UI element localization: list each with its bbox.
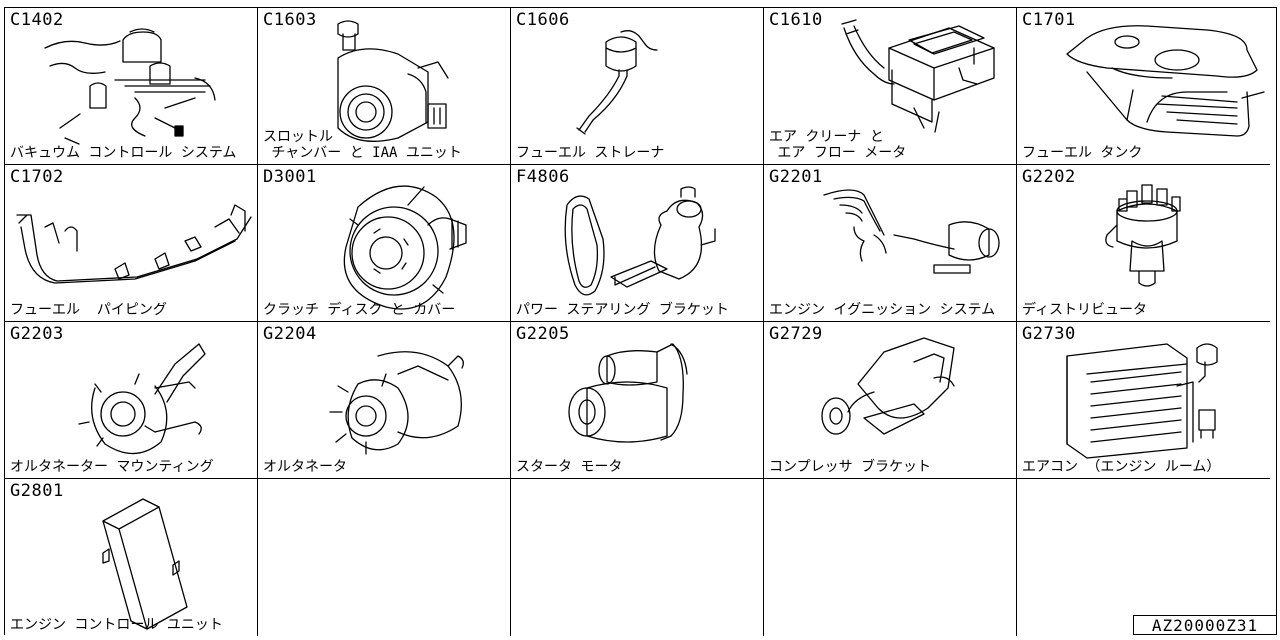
alternator-diagram: [329, 351, 464, 455]
catalog-cell-c1702[interactable]: C1702 フューエル パイピング: [5, 165, 258, 322]
part-name: ディストリビュータ: [1022, 302, 1148, 318]
catalog-cell-c1603[interactable]: C1603 スロットル チャンバー と IAA ユニット: [258, 8, 511, 165]
part-name: フューエル タンク: [1022, 145, 1143, 161]
catalog-cell-g2204[interactable]: G2204 オルタネータ: [258, 322, 511, 479]
part-code: G2729: [769, 324, 823, 344]
catalog-cell-empty: [764, 479, 1017, 636]
part-name: エアコン （エンジン ルーム）: [1022, 459, 1221, 475]
catalog-cell-g2203[interactable]: G2203 オルタネーター マウンティング: [5, 322, 258, 479]
starter-motor-diagram: [568, 343, 688, 443]
fuel-strainer-diagram: [576, 30, 658, 135]
part-name: パワー ステアリング ブラケット: [516, 302, 729, 318]
part-name: クラッチ ディスク と カバー: [263, 302, 456, 318]
part-code: C1606: [516, 10, 570, 30]
part-name: オルタネータ: [263, 459, 347, 475]
part-code: D3001: [263, 167, 317, 187]
catalog-cell-c1402[interactable]: C1402 バキュウム コントロール システム: [5, 8, 258, 165]
part-name: スロットル チャンバー と IAA ユニット: [263, 129, 462, 161]
part-code: G2201: [769, 167, 823, 187]
part-name: エンジン イグニッション システム: [769, 302, 996, 318]
catalog-cell-empty: [258, 479, 511, 636]
part-code: G2203: [10, 324, 64, 344]
part-name: エンジン コントロール ユニット: [10, 617, 223, 633]
part-code: C1402: [10, 10, 64, 30]
reference-code: AZ20000Z31: [1133, 615, 1277, 635]
part-name: フューエル パイピング: [10, 302, 167, 318]
catalog-cell-g2801[interactable]: G2801 エンジン コントロール ユニット: [5, 479, 258, 636]
part-code: G2202: [1022, 167, 1076, 187]
clutch-disc-diagram: [343, 185, 467, 310]
vacuum-control-diagram: [44, 28, 216, 145]
catalog-cell-f4806[interactable]: F4806 パワー ステアリング ブラケット: [511, 165, 764, 322]
part-name: フューエル ストレーナ: [516, 145, 665, 161]
fuel-tank-diagram: [1066, 25, 1265, 137]
catalog-cell-empty: [511, 479, 764, 636]
part-name: エア クリーナ と エア フロー メータ: [769, 129, 907, 161]
catalog-cell-d3001[interactable]: D3001 クラッチ ディスク と カバー: [258, 165, 511, 322]
part-code: G2730: [1022, 324, 1076, 344]
distributor-diagram: [1105, 184, 1181, 287]
compressor-bracket-diagram: [821, 337, 955, 435]
part-code: G2204: [263, 324, 317, 344]
catalog-cell-c1606[interactable]: C1606 フューエル ストレーナ: [511, 8, 764, 165]
throttle-chamber-diagram: [337, 20, 449, 142]
catalog-cell-empty: [1017, 479, 1270, 636]
alternator-mounting-diagram: [78, 343, 206, 455]
part-code: C1702: [10, 167, 64, 187]
power-steering-bracket-diagram: [564, 186, 716, 296]
catalog-cell-g2201[interactable]: G2201 エンジン イグニッション システム: [764, 165, 1017, 322]
catalog-cell-c1701[interactable]: C1701 フューエル タンク: [1017, 8, 1270, 165]
catalog-cell-g2202[interactable]: G2202 ディストリビュータ: [1017, 165, 1270, 322]
part-code: G2205: [516, 324, 570, 344]
part-code: C1701: [1022, 10, 1076, 30]
part-name: バキュウム コントロール システム: [10, 145, 237, 161]
engine-control-unit-diagram: [102, 498, 188, 630]
part-name: スタータ モータ: [516, 459, 623, 475]
part-code: C1610: [769, 10, 823, 30]
ignition-system-diagram: [823, 189, 1000, 274]
part-name: オルタネーター マウンティング: [10, 459, 214, 475]
air-conditioner-diagram: [1066, 343, 1218, 459]
air-cleaner-diagram: [841, 19, 995, 133]
fuel-piping-diagram: [16, 204, 252, 284]
part-code: F4806: [516, 167, 570, 187]
parts-catalog-grid: C1402 バキュウム コントロール システム C1603 スロットル チャンバー …: [4, 7, 1277, 636]
catalog-cell-g2205[interactable]: G2205 スタータ モータ: [511, 322, 764, 479]
catalog-cell-c1610[interactable]: C1610 エア クリーナ と エア フロー メータ: [764, 8, 1017, 165]
part-name: コンプレッサ ブラケット: [769, 459, 932, 475]
part-code: G2801: [10, 481, 64, 501]
catalog-cell-g2730[interactable]: G2730 エアコン （エンジン ルーム）: [1017, 322, 1270, 479]
part-code: C1603: [263, 10, 317, 30]
catalog-cell-g2729[interactable]: G2729 コンプレッサ ブラケット: [764, 322, 1017, 479]
